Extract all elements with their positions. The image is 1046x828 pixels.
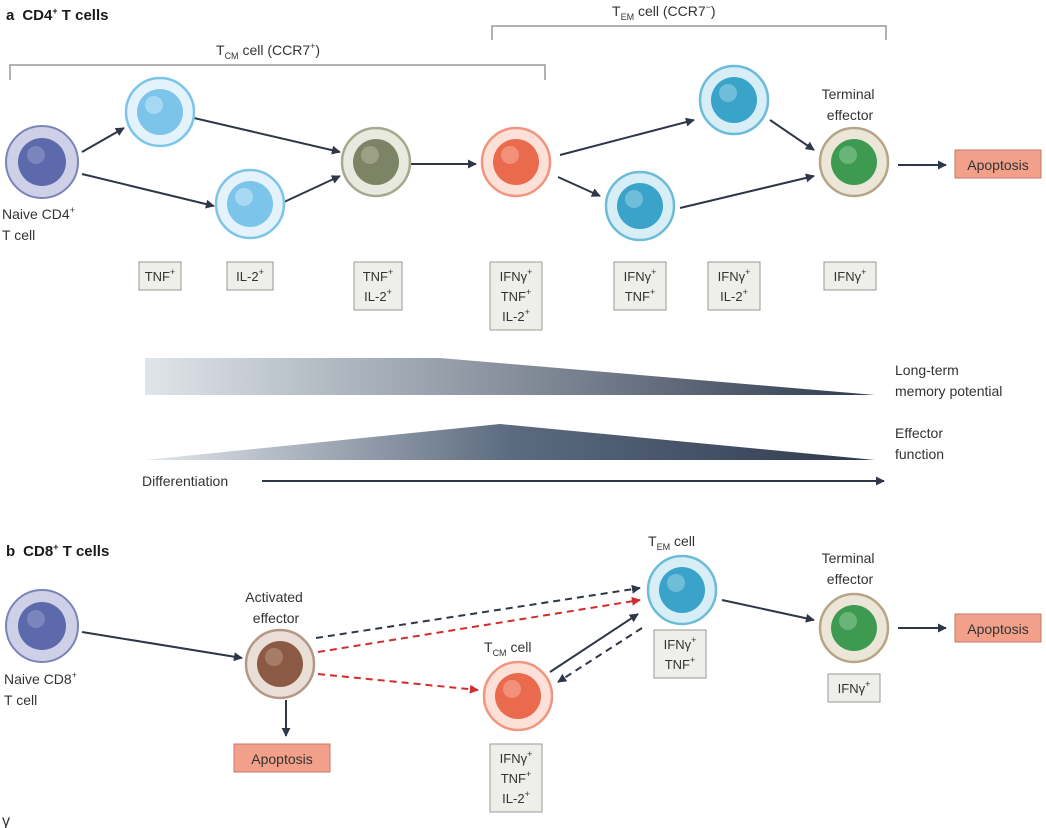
cell-activated-effector: [244, 628, 316, 700]
naive-cd8-label: Naive CD8+ T cell: [4, 665, 81, 708]
panel-b-arrows: [81, 584, 947, 737]
apoptosis-box-b-bottom: Apoptosis: [233, 743, 331, 773]
dashed-arrow: [557, 627, 643, 683]
cell-tcm-tnf: [124, 76, 196, 148]
cytokine-label: IL-2+: [502, 789, 530, 806]
naive-cd4-label: Naive CD4+ T cell: [2, 200, 79, 243]
cell-tem-b: [646, 554, 718, 626]
cytokine-box: IL-2+: [226, 261, 274, 291]
arrow: [679, 173, 815, 209]
cytokine-label: IL-2+: [720, 287, 748, 304]
arrow: [549, 613, 639, 673]
terminal-effector-label-a: Terminal effector: [822, 86, 879, 123]
arrow: [81, 631, 243, 662]
cytokine-label: IL-2+: [236, 267, 264, 284]
cytokine-label: TNF+: [363, 267, 394, 284]
apoptosis-label-b-bottom: Apoptosis: [251, 751, 312, 767]
cytokine-label: IFNγ+: [624, 267, 657, 284]
tcm-cell-label-b: TCM cell: [484, 639, 531, 658]
cytokine-boxes-a: TNF+ IL-2+ TNF+ IL-2+ IFNγ+ TNF+ IL-2+ IFNγ+ TNF…: [138, 261, 877, 331]
apoptosis-box-b-right: Apoptosis: [954, 613, 1042, 643]
cytokine-label: IFNγ+: [664, 635, 697, 652]
cell-ifng-tnf-il2: [480, 126, 552, 198]
tem-cell-label-b: TEM cell: [648, 533, 695, 552]
terminal-effector-label-b: Terminal effector: [822, 550, 879, 587]
tcm-bracket: [9, 64, 546, 80]
cytokine-box: IFNγ+ TNF+: [613, 261, 667, 311]
cell-tem-ifng-tnf: [604, 170, 676, 242]
cytokine-label: IFNγ+: [500, 749, 533, 766]
cytokine-box: IFNγ+ TNF+: [653, 629, 707, 679]
apoptosis-label-b-right: Apoptosis: [967, 621, 1028, 637]
cytokine-boxes-b: IFNγ+ TNF+ IFNγ+ IFNγ+ TNF+ IL-2+: [489, 629, 881, 813]
effector-function-gradient: [145, 424, 875, 460]
cell-naive-cd4: [5, 125, 79, 199]
cell-tcm-b: [482, 660, 554, 732]
cytokine-label: IL-2+: [364, 287, 392, 304]
arrow: [721, 599, 815, 623]
tem-bracket: [491, 25, 887, 40]
cytokine-label: TNF+: [625, 287, 656, 304]
cytokine-box: TNF+ IL-2+: [353, 261, 403, 311]
cytokine-box: IFNγ+ IL-2+: [707, 261, 761, 311]
apoptosis-box-a: Apoptosis: [954, 149, 1042, 179]
effector-function-label: Effector function: [895, 425, 947, 462]
cytokine-box: TNF+: [138, 261, 182, 291]
cytokine-label: IFNγ+: [838, 679, 871, 696]
cytokine-label: IFNγ+: [834, 267, 867, 284]
cell-tcm-il2: [214, 168, 286, 240]
cytokine-label: TNF+: [501, 287, 532, 304]
memory-potential-gradient: [145, 358, 875, 395]
differentiation-label: Differentiation: [142, 473, 228, 489]
cytokine-box: IFNγ+ TNF+ IL-2+: [489, 743, 543, 813]
arrow: [769, 119, 815, 151]
red-dashed-arrow: [317, 673, 479, 694]
activated-effector-label: Activated effector: [245, 589, 306, 626]
cytokine-label: TNF+: [145, 267, 176, 284]
cell-terminal-effector-a: [818, 126, 890, 198]
arrow: [193, 117, 341, 155]
cytokine-label: TNF+: [501, 769, 532, 786]
arrow: [283, 175, 341, 203]
cell-tem-ifng-il2: [698, 64, 770, 136]
cytokine-label: IFNγ+: [500, 267, 533, 284]
arrow: [557, 176, 601, 197]
cell-tcm-tnf-il2: [340, 126, 412, 198]
cell-naive-cd8: [5, 589, 79, 663]
cytokine-label: TNF+: [665, 655, 696, 672]
tcm-bracket-label: TCM cell (CCR7+): [216, 41, 320, 61]
cytokine-box: IFNγ+: [827, 673, 881, 703]
arrow: [559, 117, 695, 156]
cytokine-box: IFNγ+ TNF+ IL-2+: [489, 261, 543, 331]
panel-a-arrows: [81, 117, 947, 209]
cytokine-label: IFNγ+: [718, 267, 751, 284]
red-dashed-arrow: [317, 596, 641, 653]
tem-bracket-label: TEM cell (CCR7−): [612, 2, 716, 22]
stray-glyph: γ: [2, 813, 10, 828]
cell-terminal-effector-b: [818, 592, 890, 664]
memory-potential-label: Long-term memory potential: [895, 362, 1002, 399]
dashed-arrow: [315, 584, 641, 639]
cytokine-label: IL-2+: [502, 307, 530, 324]
apoptosis-label-a: Apoptosis: [967, 157, 1028, 173]
arrow: [81, 173, 215, 209]
arrow: [81, 127, 125, 153]
cytokine-box: IFNγ+: [823, 261, 877, 291]
